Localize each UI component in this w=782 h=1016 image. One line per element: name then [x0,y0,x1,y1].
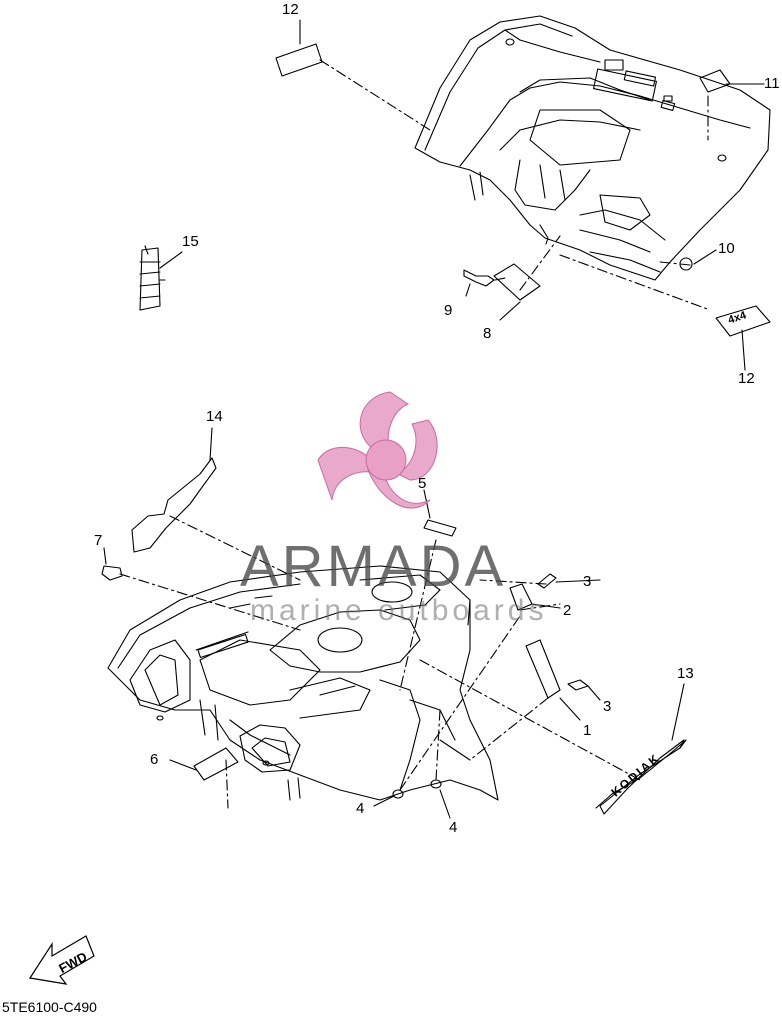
decal-11 [700,70,730,92]
bolt-9 [464,270,494,286]
callout-4-right: 4 [449,819,458,836]
plate-8 [494,264,540,300]
callout-3-bottom: 3 [603,698,612,715]
decal-13 [596,740,686,814]
callout-14: 14 [206,408,223,425]
decal-6 [194,748,238,780]
callout-10: 10 [718,240,735,257]
callout-11: 11 [764,75,780,92]
rear-fender [415,16,770,280]
decal-14 [132,458,216,552]
callout-13: 13 [677,665,694,682]
cap-7 [102,566,122,580]
callout-5: 5 [418,475,427,492]
callout-9: 9 [444,302,453,319]
washer-4a [393,790,403,798]
callout-15: 15 [182,233,199,250]
fwd-arrow [30,936,94,984]
front-fender [108,566,498,800]
decal-12-top [276,44,322,76]
callout-12-top: 12 [282,1,299,18]
part-code: 5TE6100-C490 [2,999,97,1015]
decal-15 [140,246,160,310]
callout-1: 1 [583,722,592,739]
callout-8: 8 [483,325,492,342]
callout-7: 7 [94,532,103,549]
callout-4-left: 4 [356,800,365,817]
plate-1 [526,640,560,698]
callout-6: 6 [150,751,159,768]
decal-5 [424,520,456,536]
callout-12-bottom: 12 [738,370,755,387]
bolt-3a [538,574,556,588]
badge-4x4 [716,306,770,336]
bolt-3b [568,680,588,690]
watermark-propeller-icon [318,392,437,508]
callout-3-top: 3 [583,573,592,590]
callout-2: 2 [563,602,572,619]
watermark-brand: ARMADA [240,534,507,599]
watermark-tagline: marine outboards [250,594,548,627]
